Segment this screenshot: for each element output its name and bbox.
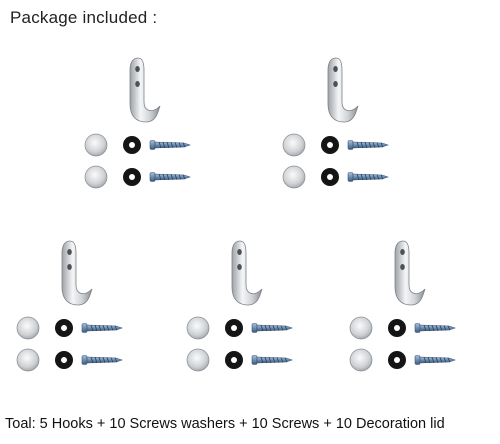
package-title: Package included : <box>10 8 158 27</box>
hook-set-1 <box>80 52 195 192</box>
hook-set-5 <box>345 235 460 375</box>
package-summary: Toal: 5 Hooks + 10 Screws washers + 10 S… <box>5 416 445 432</box>
hook-set-4 <box>182 235 297 375</box>
hook-set-2 <box>278 52 393 192</box>
hook-set-3 <box>12 235 127 375</box>
